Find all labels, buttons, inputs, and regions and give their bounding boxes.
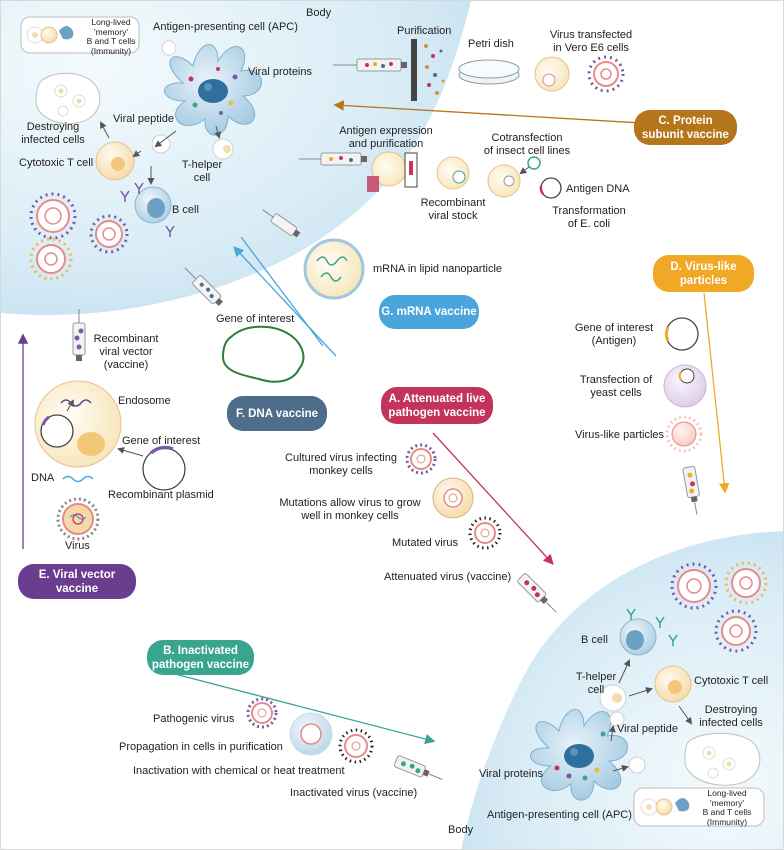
body-label-top: Body (306, 7, 332, 19)
step-b-pathogenic: Pathogenic virus (153, 713, 235, 725)
propagation-cell (289, 712, 333, 756)
step-f-gene: Gene of interest (216, 313, 295, 325)
step-a-mutated: Mutated virus (392, 537, 459, 549)
step-a-mutations: Mutations allow virus to grow well in mo… (279, 497, 421, 522)
step-b-propagation: Propagation in cells in purification (119, 741, 283, 753)
destroying-label-top: Destroying infected cells (21, 121, 85, 146)
thelper-label-bottom: T-helper cell (575, 671, 617, 696)
step-e-gene: Gene of interest (122, 435, 201, 447)
inactivated-virus (338, 728, 374, 764)
vero-cell-2 (587, 55, 625, 93)
vero-cell-1 (534, 56, 570, 92)
step-c-antigen-dna: Antigen DNA (566, 183, 630, 195)
pill-f-dna: F. DNA vaccine (227, 396, 327, 431)
virus-top-1 (29, 192, 77, 240)
memory-label-top: Long-lived 'memory' B and T cells (Immun… (86, 17, 136, 56)
dna-plasmid (221, 325, 305, 383)
apc-label-bottom: Antigen-presenting cell (APC) (487, 809, 632, 821)
mutated-virus (468, 516, 502, 550)
body-label-bottom: Body (448, 824, 474, 836)
step-a-attenuated: Attenuated virus (vaccine) (384, 571, 512, 583)
syringe-f (184, 267, 223, 306)
step-c-cotransfection: Cotransfection of insect cell lines (483, 132, 571, 157)
step-e-vector: Recombinant viral vector (vaccine) (93, 333, 159, 371)
vlp-plasmid (664, 317, 699, 351)
step-g-mrna-lnp: mRNA in lipid nanoparticle (373, 263, 503, 275)
destroying-label-bottom: Destroying infected cells (699, 704, 763, 729)
pill-c-protein-subunit: C. Protein subunit vaccine (634, 110, 737, 145)
bcell-label-bottom: B cell (581, 634, 608, 646)
vector-virus (56, 497, 100, 541)
apc-top (164, 44, 262, 136)
step-d-gene: Gene of interest (Antigen) (574, 322, 654, 347)
step-c-transformation: Transformation of E. coli (552, 205, 626, 230)
petri-dish (458, 59, 520, 85)
monkey-cell-virus (405, 443, 437, 475)
pill-b-inactivated: B. Inactivated pathogen vaccine (147, 640, 254, 675)
apc-bottom (530, 709, 628, 801)
virus-bottom-1 (670, 562, 718, 610)
endosome-cell (34, 380, 122, 468)
virus-top-3 (29, 237, 73, 281)
step-c-petri: Petri dish (468, 38, 514, 50)
antigen-expression-cell (367, 151, 418, 192)
step-e-dna: DNA (31, 472, 55, 484)
step-b-inactivated-virus: Inactivated virus (vaccine) (290, 787, 418, 799)
step-d-transfection: Transfection of yeast cells (579, 374, 653, 399)
insect-cell-1 (436, 156, 470, 190)
recombinant-plasmid (142, 445, 186, 491)
apc-label-top: Antigen-presenting cell (APC) (153, 21, 298, 33)
thelper-label-top: T-helper cell (181, 159, 223, 184)
viral-proteins-label-top: Viral proteins (248, 66, 312, 78)
step-e-endosome: Endosome (118, 395, 171, 407)
syringe-c-top (333, 58, 407, 72)
pill-a-attenuated: A. Attenuated live pathogen vaccine (381, 387, 493, 424)
viral-proteins-label-bottom: Viral proteins (479, 768, 543, 780)
step-c-antigen-expression: Antigen expression and purification (339, 125, 433, 150)
syringe-e (72, 309, 86, 361)
antigen-dna-plasmid (540, 177, 562, 199)
syringe-a (517, 573, 557, 613)
dna-strand (62, 475, 94, 483)
step-a-cultured: Cultured virus infecting monkey cells (285, 452, 397, 477)
bcell-top (134, 186, 172, 224)
vlp-particle (665, 415, 703, 453)
step-d-vlp: Virus-like particles (575, 429, 665, 441)
viral-peptide-label-top: Viral peptide (113, 113, 174, 125)
pill-d-vlp: D. Virus-like particles (653, 255, 754, 292)
step-b-inactivation: Inactivation with chemical or heat treat… (133, 765, 345, 777)
mutation-cell (432, 477, 474, 519)
step-c-purification: Purification (397, 25, 452, 37)
virus-bottom-2 (724, 561, 768, 605)
step-c-vero: Virus transfected in Vero E6 cells (549, 29, 633, 54)
infected-cell-top (35, 72, 101, 125)
mrna-lnp (303, 238, 365, 300)
step-e-plasmid: Recombinant plasmid (108, 489, 214, 501)
cytotoxic-label-top: Cytotoxic T cell (19, 157, 94, 169)
syringe-b (393, 755, 443, 780)
step-e-virus: Virus (65, 540, 90, 552)
memory-label-bottom: Long-lived 'memory' B and T cells (Immun… (702, 788, 752, 827)
cytotoxic-label-bottom: Cytotoxic T cell (694, 675, 769, 687)
step-c-recombinant-stock: Recombinant viral stock (420, 197, 486, 222)
bcell-label-top: B cell (172, 204, 199, 216)
syringe-c-mid (299, 152, 367, 166)
syringe-d (682, 465, 700, 515)
bcell-bottom (619, 618, 657, 656)
pill-g-mrna: G. mRNA vaccine (379, 295, 479, 329)
virus-top-2 (89, 214, 129, 254)
infected-cell-bottom (684, 732, 761, 786)
pill-e-viral-vector: E. Viral vector vaccine (18, 564, 136, 599)
virus-bottom-3 (714, 609, 758, 653)
yeast-cell (663, 364, 707, 408)
syringe-g (262, 209, 301, 238)
insect-cell-2 (487, 164, 521, 198)
pathogenic-virus (246, 697, 278, 729)
viral-peptide-label-bottom: Viral peptide (617, 723, 678, 735)
